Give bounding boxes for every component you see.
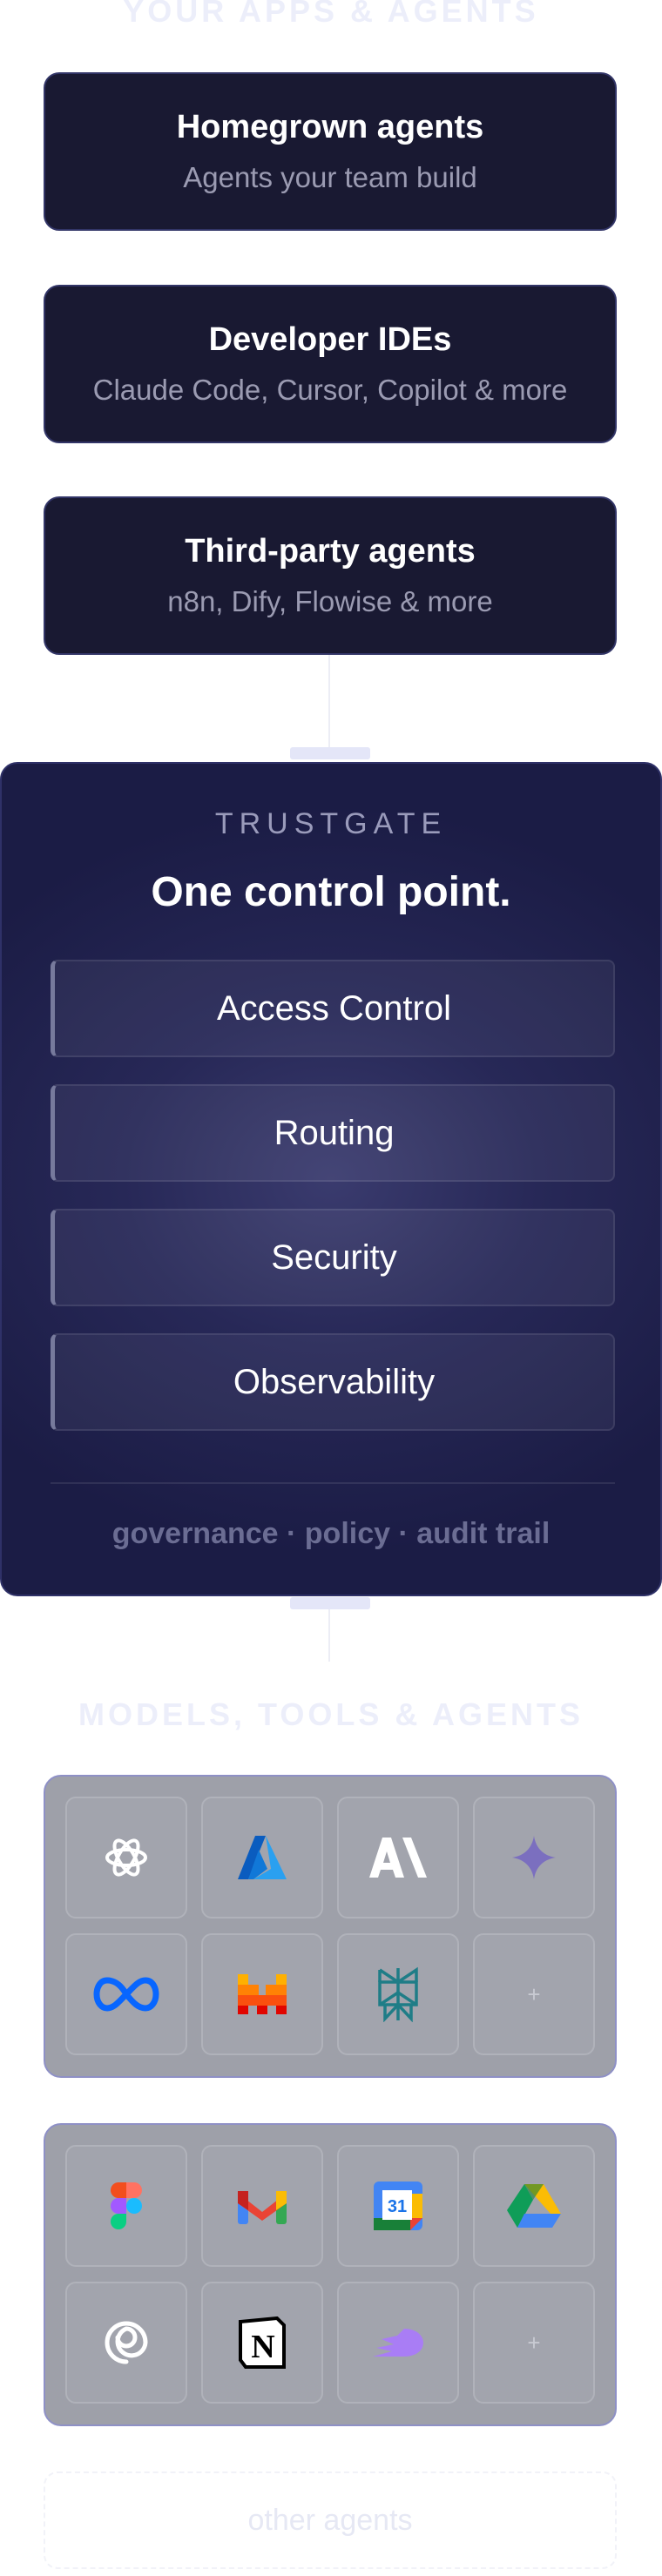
tile-google-calendar: 31 xyxy=(337,2145,459,2267)
more-plus-icon: + xyxy=(527,1980,541,2007)
connector-nub-bottom xyxy=(290,1597,370,1609)
connector-line-bottom xyxy=(328,1609,330,1662)
card-title: Third-party agents xyxy=(185,533,476,570)
meta-icon xyxy=(93,1977,159,2012)
gateway-footer: governance · policy · audit trail xyxy=(111,1517,551,1550)
card-title: Homegrown agents xyxy=(176,109,484,145)
feature-observability: Observability xyxy=(51,1333,615,1431)
tile-mistral xyxy=(201,1933,323,2055)
tile-anthropic xyxy=(337,1797,459,1919)
azure-icon xyxy=(236,1834,288,1881)
developer-ides-card: Developer IDEs Claude Code, Cursor, Copi… xyxy=(44,285,617,443)
feature-routing: Routing xyxy=(51,1084,615,1182)
tools-panel: 31 N xyxy=(44,2123,617,2426)
tile-google-drive xyxy=(473,2145,595,2267)
perplexity-icon xyxy=(376,1966,420,2022)
calendar-day-text: 31 xyxy=(388,2197,407,2216)
openai-icon xyxy=(99,1831,153,1885)
connector-line-top xyxy=(328,655,330,749)
models-panel: + xyxy=(44,1775,617,2078)
gateway-title: One control point. xyxy=(151,869,511,915)
feature-security: Security xyxy=(51,1209,615,1306)
tile-openai xyxy=(65,1797,187,1919)
tile-perplexity xyxy=(337,1933,459,2055)
connector-nub-top xyxy=(290,747,370,759)
figma-icon xyxy=(111,2182,142,2229)
tile-more-models: + xyxy=(473,1933,595,2055)
anthropic-icon xyxy=(369,1838,427,1878)
gmail-icon xyxy=(236,2186,288,2226)
tile-more-tools: + xyxy=(473,2282,595,2404)
swirl-icon xyxy=(102,2318,151,2367)
other-agents-box: other agents xyxy=(44,2471,617,2569)
card-subtitle: n8n, Dify, Flowise & more xyxy=(167,585,493,617)
third-party-agents-card: Third-party agents n8n, Dify, Flowise & … xyxy=(44,496,617,655)
homegrown-agents-card: Homegrown agents Agents your team build xyxy=(44,72,617,231)
tile-swirl xyxy=(65,2282,187,2404)
apps-agents-heading: YOUR APPS & AGENTS xyxy=(123,0,539,29)
comet-icon xyxy=(369,2325,427,2360)
notion-icon: N xyxy=(237,2316,287,2369)
tile-notion: N xyxy=(201,2282,323,2404)
tile-gmail xyxy=(201,2145,323,2267)
gateway-label: TRUSTGATE xyxy=(214,807,448,840)
card-title: Developer IDEs xyxy=(208,321,452,358)
tile-meta xyxy=(65,1933,187,2055)
tile-comet xyxy=(337,2282,459,2404)
tile-azure xyxy=(201,1797,323,1919)
google-drive-icon xyxy=(507,2182,561,2229)
tile-gemini xyxy=(473,1797,595,1919)
gemini-icon xyxy=(512,1836,556,1879)
more-plus-icon: + xyxy=(527,2329,541,2356)
card-subtitle: Agents your team build xyxy=(183,161,477,193)
trustgate-panel: TRUSTGATE One control point. Access Cont… xyxy=(0,762,662,1596)
gateway-divider xyxy=(51,1482,615,1484)
feature-access-control: Access Control xyxy=(51,960,615,1057)
google-calendar-icon: 31 xyxy=(374,2182,422,2230)
destinations-heading: MODELS, TOOLS & AGENTS xyxy=(78,1696,584,1732)
mistral-icon xyxy=(236,1972,288,2016)
tile-figma xyxy=(65,2145,187,2267)
card-subtitle: Claude Code, Cursor, Copilot & more xyxy=(92,374,568,406)
notion-letter: N xyxy=(251,2329,274,2365)
